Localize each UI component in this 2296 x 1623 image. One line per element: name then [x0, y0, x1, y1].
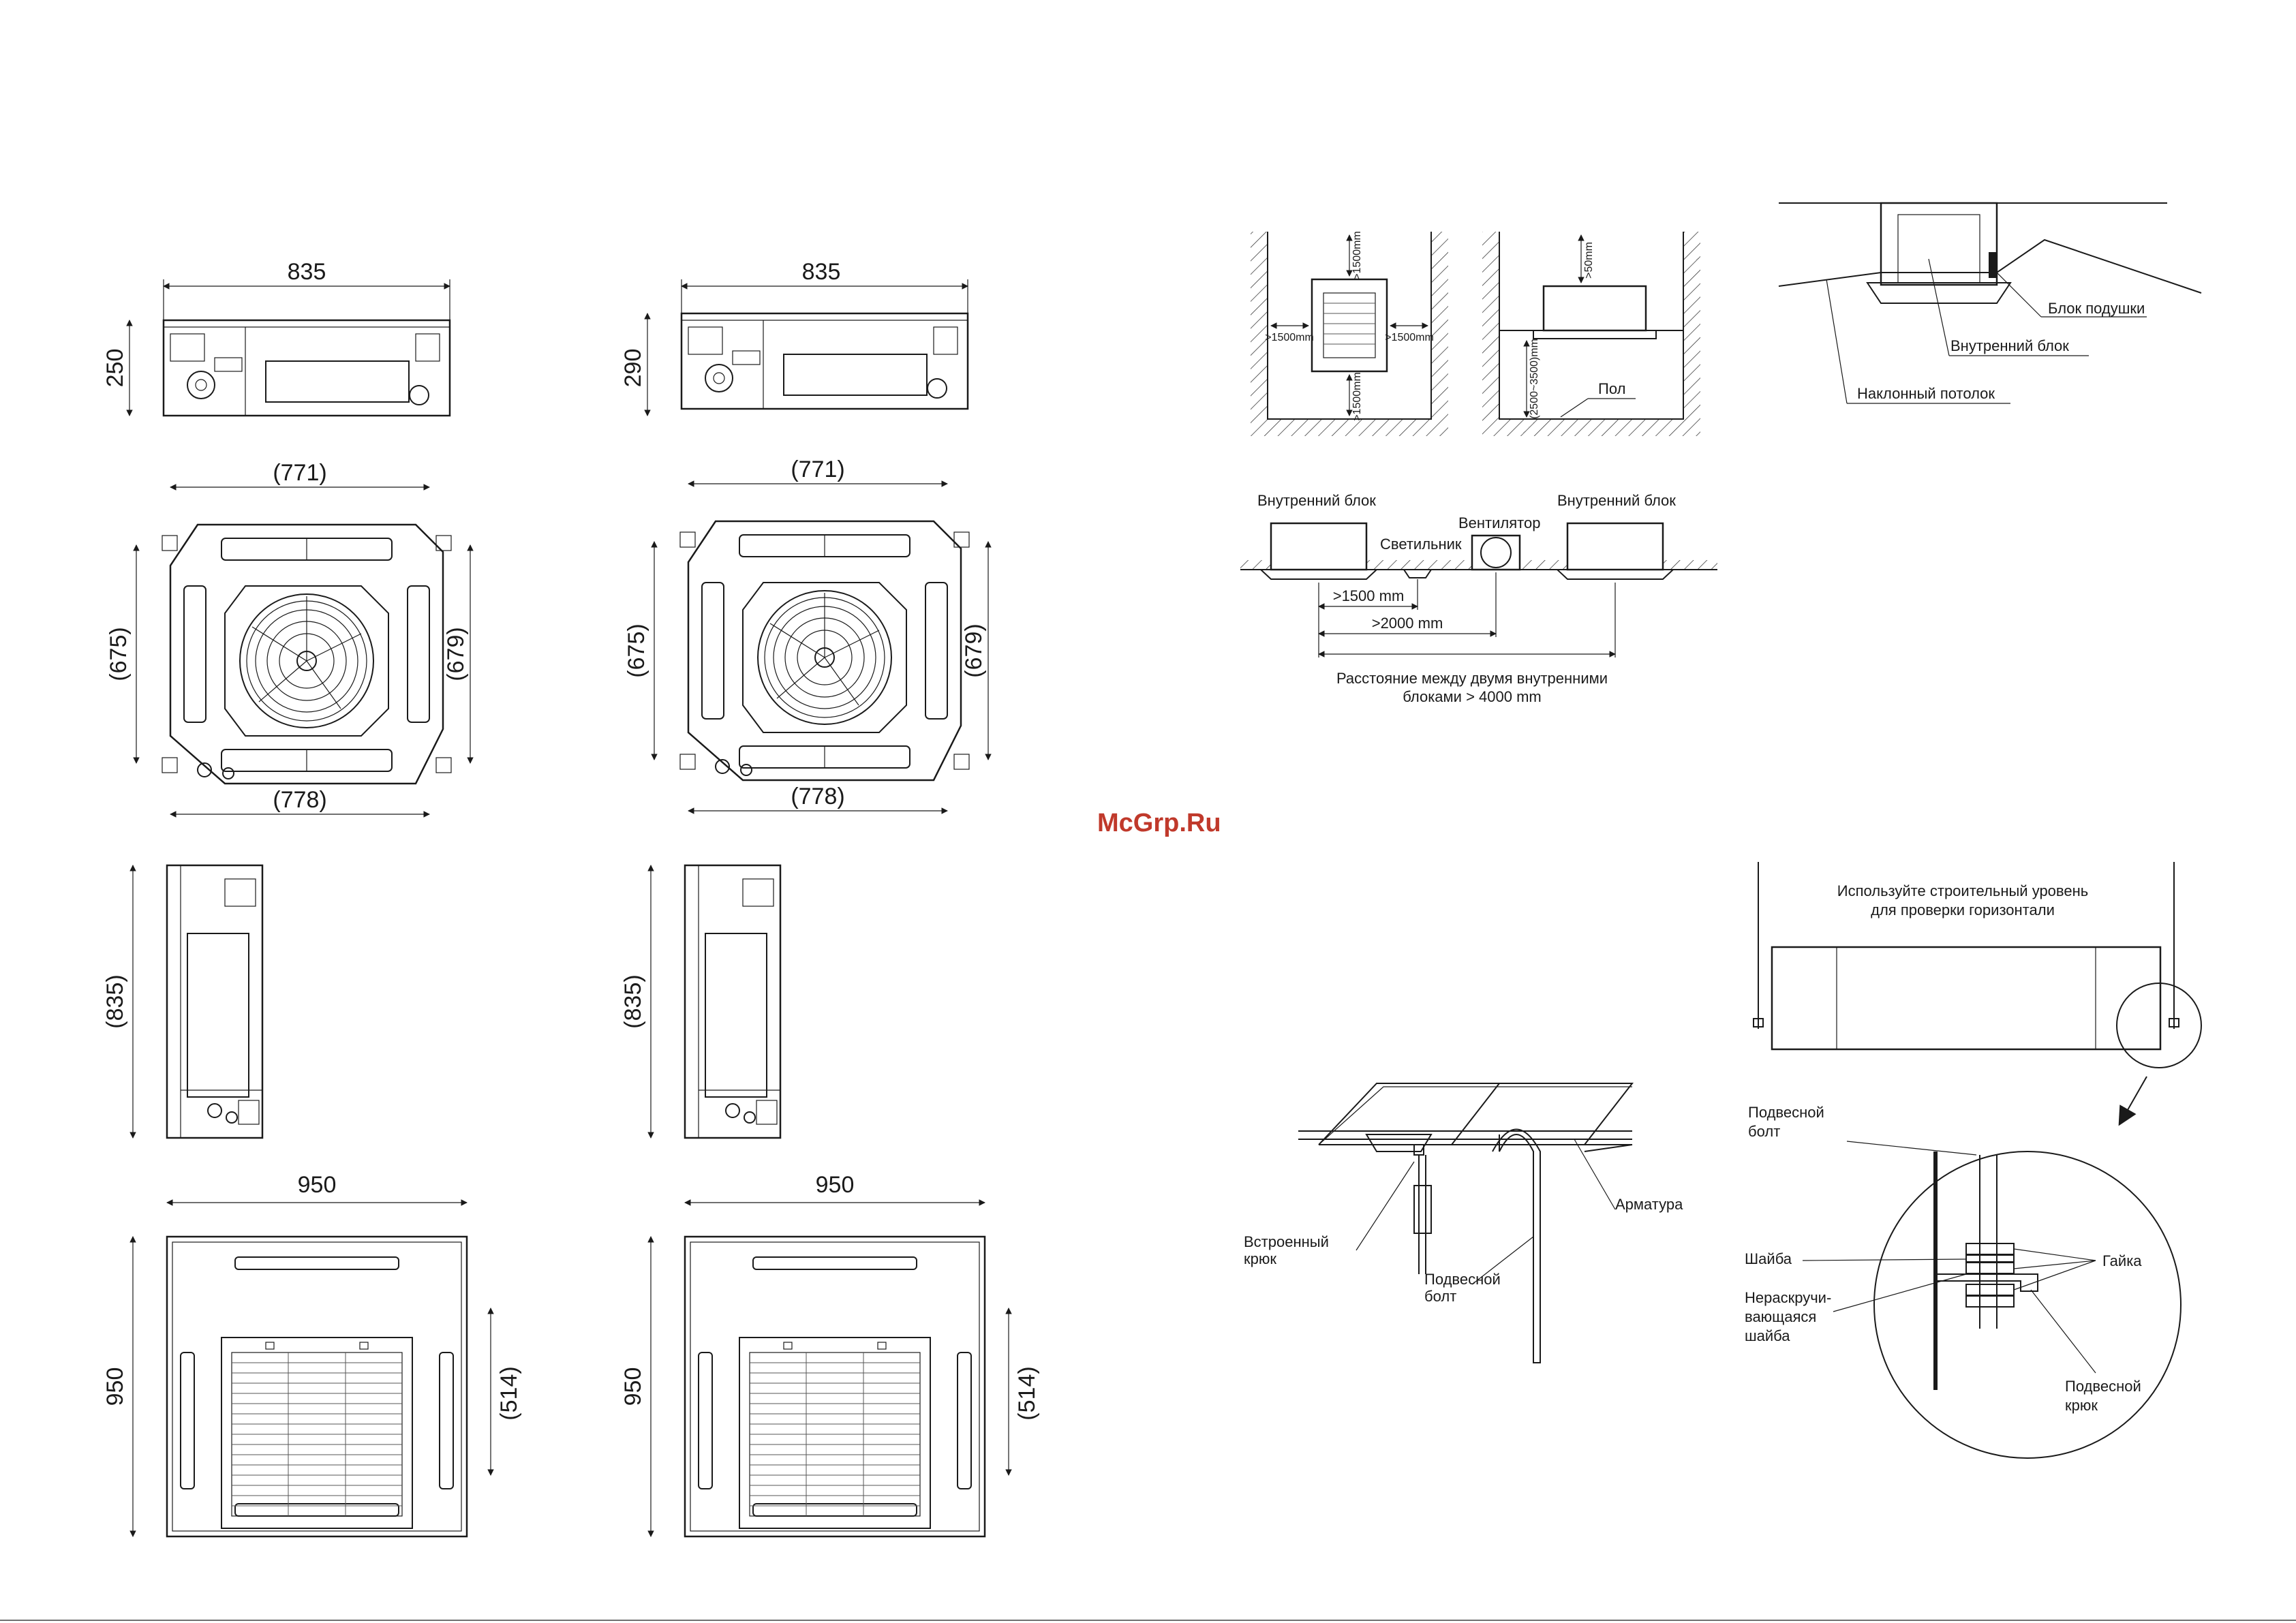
unit-1-side-view: 835 250	[102, 259, 451, 417]
unit-1-top-bottom: (778)	[273, 787, 326, 813]
hanging-rebar: Арматура	[1615, 1196, 1683, 1213]
leveling-hook-line1: Подвесной	[2065, 1378, 2141, 1395]
spacing-dist-lamp: >1500 mm	[1333, 587, 1405, 604]
hanging-diagram: Арматура Встроенный крюк Подвесной болт	[1244, 1083, 1683, 1363]
unit-2-side-height: 290	[620, 349, 646, 388]
clearance-plan-top: >1500mm	[1351, 231, 1363, 280]
unit-2-panel-width: 950	[816, 1172, 855, 1198]
unit-2-end-height: (835)	[620, 974, 646, 1028]
clearance-plan-left: >1500mm	[1265, 332, 1314, 343]
unit-1-end-view: (835)	[102, 864, 264, 1139]
spacing-indoor-left: Внутренний блок	[1257, 492, 1376, 509]
spacing-fan: Вентилятор	[1458, 514, 1540, 531]
unit-2-drawings: 835 290 (771) (778) (675) (679) (835) 95…	[620, 259, 1040, 1538]
unit-2-top-view: (771) (778) (675) (679)	[624, 457, 992, 814]
leveling-lockwasher-line1: Нераскручи-	[1745, 1289, 1831, 1306]
leveling-hook-line2: крюк	[2065, 1397, 2098, 1414]
unit-1-top-view: (771) (778) (675) (679)	[106, 460, 474, 818]
unit-2-top-bottom: (778)	[791, 784, 844, 809]
unit-2-top-top: (771)	[791, 457, 844, 482]
spacing-lamp: Светильник	[1380, 536, 1462, 553]
sloped-cushion-label: Блок подушки	[2048, 300, 2145, 317]
clearance-elev-floor: Пол	[1598, 380, 1625, 397]
clearance-elevation-view: >50mm (2500~3500)mm Пол	[1482, 232, 1700, 436]
leveling-lockwasher-line2: вающаяся	[1745, 1308, 1816, 1325]
unit-2-panel-view: 950 950 (514)	[620, 1172, 1040, 1538]
sloped-ceiling-label: Наклонный потолок	[1857, 385, 1995, 402]
hanging-bolt-line2: болт	[1424, 1288, 1456, 1305]
leveling-lockwasher-line3: шайба	[1745, 1327, 1790, 1344]
unit-1-side-height: 250	[102, 349, 128, 388]
unit-1-top-left: (675)	[106, 627, 132, 681]
leveling-bolt-line1: Подвесной	[1748, 1104, 1824, 1121]
sloped-indoor-unit-label: Внутренний блок	[1950, 337, 2069, 354]
unit-1-side-width: 835	[288, 259, 326, 285]
unit-1-drawings: 835 250 (771) (778) (675) (679) (835) 95…	[102, 259, 522, 1538]
unit-2-panel-grille: (514)	[1014, 1366, 1040, 1420]
clearance-plan-right: >1500mm	[1385, 332, 1434, 343]
unit-1-panel-grille: (514)	[496, 1366, 522, 1420]
clearance-plan-bottom: >1500mm	[1351, 372, 1363, 421]
unit-2-side-view: 835 290	[620, 259, 969, 416]
leveling-bolt-line2: болт	[1748, 1123, 1780, 1140]
leveling-note-line2: для проверки горизонтали	[1871, 901, 2055, 918]
spacing-note-line1: Расстояние между двумя внутренними	[1336, 670, 1608, 687]
hanging-hook-line2: крюк	[1244, 1250, 1276, 1267]
unit-1-panel-view: 950 950 (514)	[102, 1172, 522, 1538]
hanging-bolt-line1: Подвесной	[1424, 1271, 1501, 1288]
leveling-note-line1: Используйте строительный уровень	[1837, 882, 2088, 899]
clearance-elev-height: (2500~3500)mm	[1529, 339, 1540, 419]
spacing-diagram: Внутренний блок Внутренний блок Светильн…	[1240, 492, 1717, 705]
leveling-washer: Шайба	[1745, 1250, 1792, 1267]
leveling-diagram: Используйте строительный уровень для про…	[1745, 862, 2202, 1459]
unit-1-panel-width: 950	[298, 1172, 337, 1198]
unit-2-end-view: (835)	[620, 864, 782, 1139]
sloped-ceiling-diagram: Блок подушки Внутренний блок Наклонный п…	[1778, 202, 2202, 404]
spacing-dist-fan: >2000 mm	[1372, 615, 1443, 632]
unit-2-side-width: 835	[802, 259, 841, 285]
hanging-hook-line1: Встроенный	[1244, 1233, 1329, 1250]
spacing-indoor-right: Внутренний блок	[1557, 492, 1676, 509]
leveling-nut: Гайка	[2102, 1252, 2142, 1269]
unit-1-top-right: (679)	[443, 627, 469, 681]
unit-2-top-left: (675)	[624, 623, 649, 677]
unit-1-panel-height: 950	[102, 1367, 128, 1406]
clearance-plan-view: >1500mm >1500mm >1500mm >1500mm	[1251, 231, 1448, 436]
unit-2-panel-height: 950	[620, 1367, 646, 1406]
clearance-elev-top: >50mm	[1583, 242, 1595, 279]
watermark-text: McGrp.Ru	[1097, 809, 1221, 837]
unit-1-end-height: (835)	[102, 974, 128, 1028]
spacing-note-line2: блоками > 4000 mm	[1403, 688, 1541, 705]
unit-2-top-right: (679)	[961, 623, 987, 677]
unit-1-top-top: (771)	[273, 460, 326, 486]
